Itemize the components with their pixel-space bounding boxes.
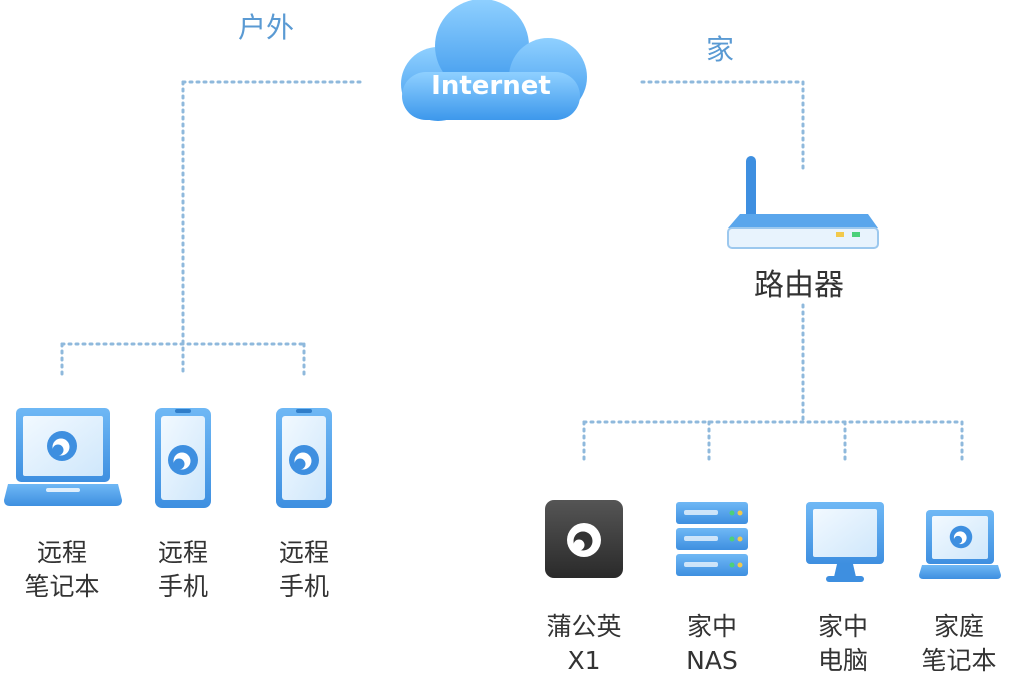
router-label: 路由器 <box>754 268 844 303</box>
home-pc-label: 家中 电脑 <box>778 610 908 678</box>
monitor-icon <box>806 502 884 582</box>
device-label-line: X1 <box>567 646 601 675</box>
internet-label: Internet <box>431 71 551 101</box>
home-region-label: 家 <box>706 33 735 66</box>
device-label-line: 远程 <box>157 538 208 567</box>
remote-phone-icon <box>276 408 332 508</box>
x1-device-icon <box>545 500 623 578</box>
device-label-line: 远程 <box>36 538 87 567</box>
device-label-line: 电脑 <box>817 646 868 675</box>
router-icon <box>727 156 879 249</box>
device-label-line: 笔记本 <box>921 646 997 675</box>
home-line-top <box>640 80 805 172</box>
device-label-line: 笔记本 <box>24 572 100 601</box>
internet-cloud-icon: Internet <box>401 0 587 121</box>
nas-label: 家中 NAS <box>647 610 777 678</box>
remote-phone-icon <box>155 408 211 508</box>
device-label-line: 家庭 <box>933 612 984 641</box>
remote-laptop-icon <box>4 408 122 506</box>
device-label-line: 远程 <box>278 538 329 567</box>
device-label-line: 蒲公英 <box>546 612 622 641</box>
device-label-line: 家中 <box>817 612 868 641</box>
home-laptop-label: 家庭 笔记本 <box>894 610 1024 678</box>
connection-lines <box>60 80 964 462</box>
device-label-line: 家中 <box>686 612 737 641</box>
device-label-line: 手机 <box>278 572 329 601</box>
outdoor-region-label: 户外 <box>238 11 295 44</box>
x1-device-label: 蒲公英 X1 <box>519 610 649 678</box>
remote-laptop-label: 远程 笔记本 <box>0 536 127 604</box>
home-laptop-icon <box>919 510 1001 579</box>
nas-icon <box>676 502 748 576</box>
device-label-line: NAS <box>686 646 738 675</box>
remote-phone-label: 远程 手机 <box>118 536 248 604</box>
device-label-line: 手机 <box>157 572 208 601</box>
remote-phone-label: 远程 手机 <box>239 536 369 604</box>
